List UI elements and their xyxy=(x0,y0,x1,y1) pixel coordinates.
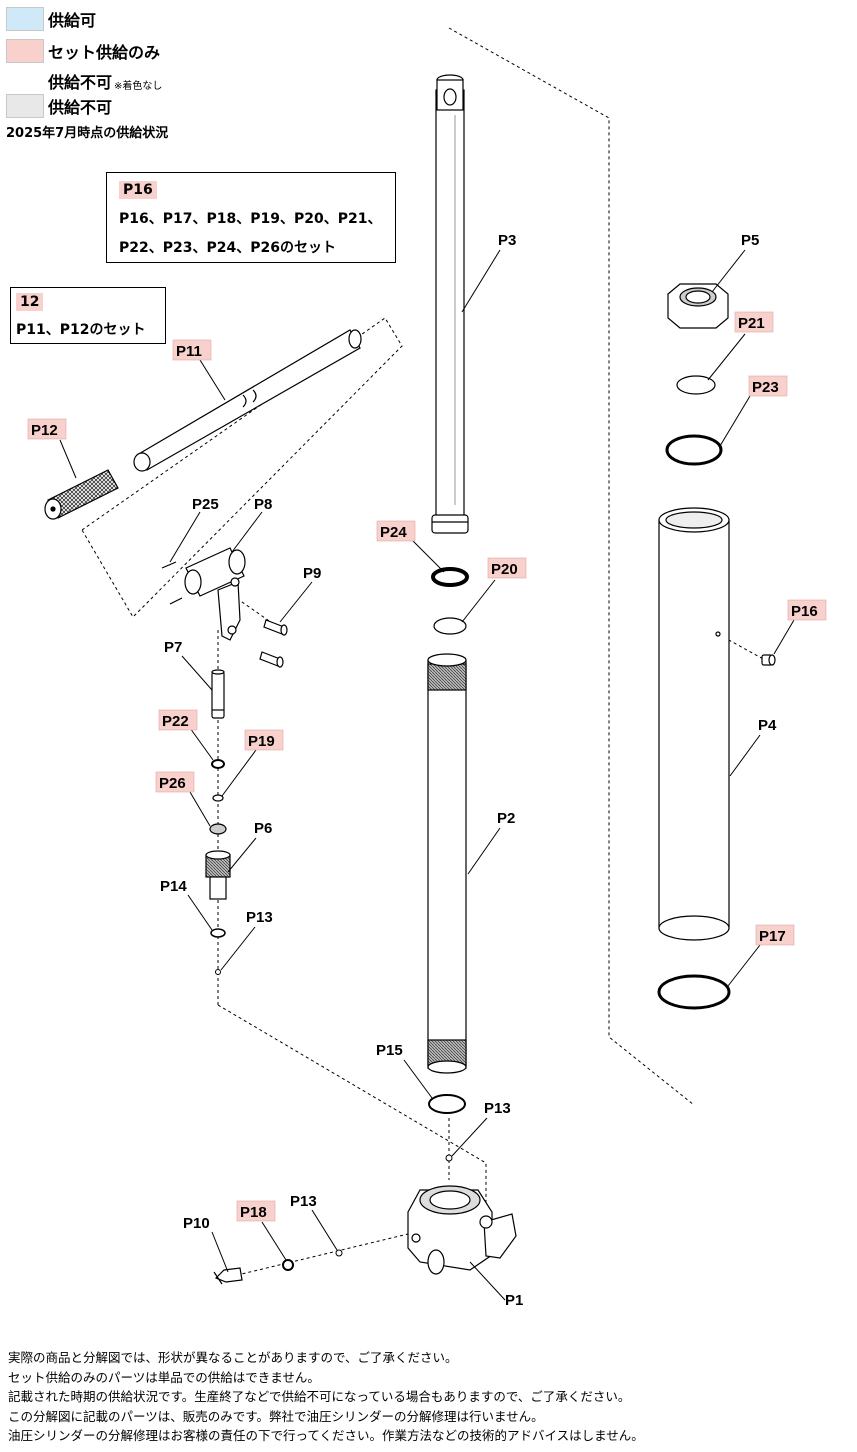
ring-p20 xyxy=(433,617,467,635)
status-date: 2025年7月時点の供給状況 xyxy=(6,126,169,141)
seal-p26 xyxy=(209,823,227,835)
note-line: 油圧シリンダーの分解修理はお客様の責任の下で行ってください。作業方法などの技術的… xyxy=(8,1428,644,1444)
legend-label: 供給可 xyxy=(48,11,97,30)
set-line: P16、P17、P18、P19、P20、P21、 xyxy=(119,211,382,227)
part-label-p23: P23 xyxy=(752,379,779,396)
ball-p13-center xyxy=(445,1154,453,1162)
legend-note: ※着色なし xyxy=(114,80,163,92)
assembly-line-valve-base xyxy=(217,1004,487,1210)
legend-set-only: セット供給のみ xyxy=(6,38,160,64)
part-label-p25: P25 xyxy=(192,496,219,513)
part-label-p26: P26 xyxy=(159,775,186,792)
handle-socket-p8 xyxy=(184,547,246,641)
ring-p14 xyxy=(210,928,226,938)
note-line: 実際の商品と分解図では、形状が異なることがありますので、ご了承ください。 xyxy=(8,1350,458,1365)
part-label-p24: P24 xyxy=(380,524,407,541)
part-label-p17: P17 xyxy=(759,928,786,945)
part-label-p12: P12 xyxy=(31,422,58,439)
legend-unavailable: 供給不可 xyxy=(6,93,112,119)
pump-body-p6 xyxy=(205,850,231,900)
part-label-p22: P22 xyxy=(162,713,189,730)
set-line: P22、P23、P24、P26のセット xyxy=(119,240,336,256)
part-label-p6: P6 xyxy=(254,820,272,837)
part-label-p11: P11 xyxy=(176,343,202,360)
exploded-diagram: P3 P5 P21 P23 P24 P20 P16 P4 P2 P17 P15 … xyxy=(27,27,827,1309)
release-screw-p10 xyxy=(213,1267,243,1285)
notes: 実際の商品と分解図では、形状が異なることがありますので、ご了承ください。 セット… xyxy=(8,1348,853,1446)
part-label-p1: P1 xyxy=(505,1292,523,1309)
nut-p5 xyxy=(667,283,729,329)
part-label-p20: P20 xyxy=(491,561,518,578)
outer-tube-p4 xyxy=(658,507,730,941)
base-p1 xyxy=(407,1185,517,1275)
seal-p18 xyxy=(282,1259,294,1271)
legend-swatch-available xyxy=(6,7,44,31)
plunger-p7 xyxy=(211,669,225,719)
oring-p17 xyxy=(657,974,731,1010)
label-highlights xyxy=(27,311,827,1222)
part-label-p21: P21 xyxy=(738,315,765,332)
set-line: P11、P12のセット xyxy=(16,322,146,338)
part-label-p10: P10 xyxy=(183,1215,210,1232)
part-label-p19: P19 xyxy=(248,733,275,750)
ball-p13-valve xyxy=(215,969,221,975)
legend-swatch-unavailable xyxy=(6,94,44,118)
legend-label: 供給不可 xyxy=(48,73,113,92)
set-code: 12 xyxy=(16,293,44,311)
note-line: 記載された時期の供給状況です。生産終了などで供給不可になっている場合もありますの… xyxy=(8,1389,631,1405)
seal-p19 xyxy=(212,794,224,802)
part-label-p9: P9 xyxy=(303,565,321,582)
legend-available: 供給可 xyxy=(6,6,96,32)
note-line: この分解図に記載のパーツは、販売のみです。弊社で油圧シリンダーの分解修理は行いま… xyxy=(8,1408,544,1424)
handle-tube-p11 xyxy=(133,329,362,472)
legend-unavailable-uncolored: 供給不可 ※着色なし xyxy=(6,68,162,94)
part-label-p18: P18 xyxy=(240,1204,267,1221)
ring-p15 xyxy=(428,1094,466,1114)
set-code: P16 xyxy=(119,181,157,199)
part-label-p4: P4 xyxy=(758,717,777,734)
grip-p12 xyxy=(44,469,119,520)
set-box-p16: P16 P16、P17、P18、P19、P20、P21、 P22、P23、P24… xyxy=(106,172,396,263)
pins-p25 xyxy=(161,561,183,605)
part-label-p16: P16 xyxy=(791,603,818,620)
part-label-p3: P3 xyxy=(498,232,516,249)
set-box-12: 12 P11、P12のセット xyxy=(10,287,166,344)
piston-rod-p3 xyxy=(431,74,469,534)
legend-swatch-set-only xyxy=(6,39,44,63)
part-label-p15: P15 xyxy=(376,1042,403,1059)
part-label-p13-center: P13 xyxy=(484,1100,511,1117)
note-line: セット供給のみのパーツは単品での供給はできません。 xyxy=(8,1369,320,1385)
screw-p16 xyxy=(761,654,776,666)
cylinder-p2 xyxy=(427,653,467,1074)
part-label-p2: P2 xyxy=(497,810,515,827)
legend-label: 供給不可 xyxy=(48,98,113,117)
legend-label: セット供給のみ xyxy=(48,43,161,62)
assembly-line-p3-p4 xyxy=(448,27,695,1106)
ring-p21 xyxy=(676,375,716,395)
ball-p13-release xyxy=(335,1249,343,1257)
assembly-line-release xyxy=(224,1233,409,1279)
part-label-p5: P5 xyxy=(741,232,759,249)
seal-p22 xyxy=(211,759,225,769)
part-label-p13-release: P13 xyxy=(290,1193,317,1210)
part-label-p7: P7 xyxy=(164,639,182,656)
oring-p23 xyxy=(665,434,723,466)
part-label-p13-valve: P13 xyxy=(246,909,273,926)
oring-p24 xyxy=(431,567,469,587)
part-label-p14: P14 xyxy=(160,878,187,895)
part-label-p8: P8 xyxy=(254,496,272,513)
pins-p9 xyxy=(259,619,288,668)
